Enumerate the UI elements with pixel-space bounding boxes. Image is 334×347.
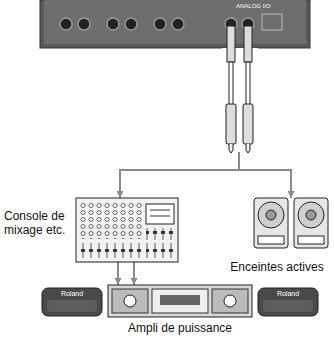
jack — [172, 18, 184, 30]
speaker-controls — [258, 236, 284, 244]
cable-left — [226, 26, 236, 153]
woofer-cap — [266, 210, 276, 220]
speaker-cabinet — [254, 198, 288, 248]
power-amp: Ampli de puissance — [106, 285, 254, 337]
panel-face — [44, 0, 306, 44]
node-label: Enceintes actives — [222, 261, 332, 275]
amp-knob — [124, 295, 136, 307]
plug — [244, 26, 252, 62]
active-speakers: Enceintes actives — [222, 198, 332, 276]
jack — [78, 18, 90, 30]
passive-speaker: Roland — [40, 288, 104, 316]
woofer-cap — [306, 210, 316, 220]
jack-sockets — [60, 18, 254, 30]
cable-ground — [222, 48, 258, 152]
signal-arrow — [239, 48, 291, 198]
active-speaker — [294, 198, 328, 248]
amp-body — [108, 285, 252, 317]
device-panel — [40, 0, 310, 48]
display-line — [150, 216, 170, 217]
mixer-master — [146, 228, 174, 258]
plug — [227, 26, 235, 62]
panel-symbol — [262, 14, 282, 30]
jack — [60, 18, 72, 30]
jack — [154, 18, 166, 30]
node-label: ANALOG I/O — [236, 3, 271, 10]
mixer-display — [146, 204, 174, 224]
device-panel: ANALOG I/O — [40, 0, 310, 48]
amp-panel — [152, 289, 208, 313]
jack — [125, 18, 137, 30]
cable-right — [243, 26, 253, 153]
speaker-cabinet — [294, 198, 328, 248]
amp-panel — [212, 289, 248, 313]
signal-arrow — [133, 262, 135, 285]
node-label: Ampli de puissance — [106, 322, 254, 336]
mixer-body — [76, 198, 178, 262]
amp-panel — [112, 289, 148, 313]
speaker-grille — [263, 300, 313, 312]
woofer — [298, 202, 324, 228]
passive-speaker: Roland — [256, 288, 320, 316]
jack — [107, 18, 119, 30]
plug-tip — [246, 144, 250, 153]
plug — [226, 104, 236, 144]
display-line — [150, 210, 170, 211]
active-speaker — [254, 198, 288, 248]
node-label: Console de mixage etc. — [4, 210, 74, 238]
plug-tip — [229, 144, 233, 153]
speaker-controls — [298, 236, 324, 244]
woofer — [258, 202, 284, 228]
plug — [243, 104, 253, 144]
signal-arrow — [117, 262, 119, 285]
mixer-knobs — [78, 201, 142, 239]
signal-arrow — [120, 48, 239, 198]
amp-display — [160, 295, 200, 305]
amp-knob — [224, 295, 236, 307]
node-label: Roland — [40, 290, 104, 298]
mixer-console: Console de mixage etc. — [2, 198, 178, 262]
mixer-faders — [78, 242, 142, 260]
speaker-grille — [47, 300, 97, 312]
node-label: Roland — [256, 290, 320, 298]
